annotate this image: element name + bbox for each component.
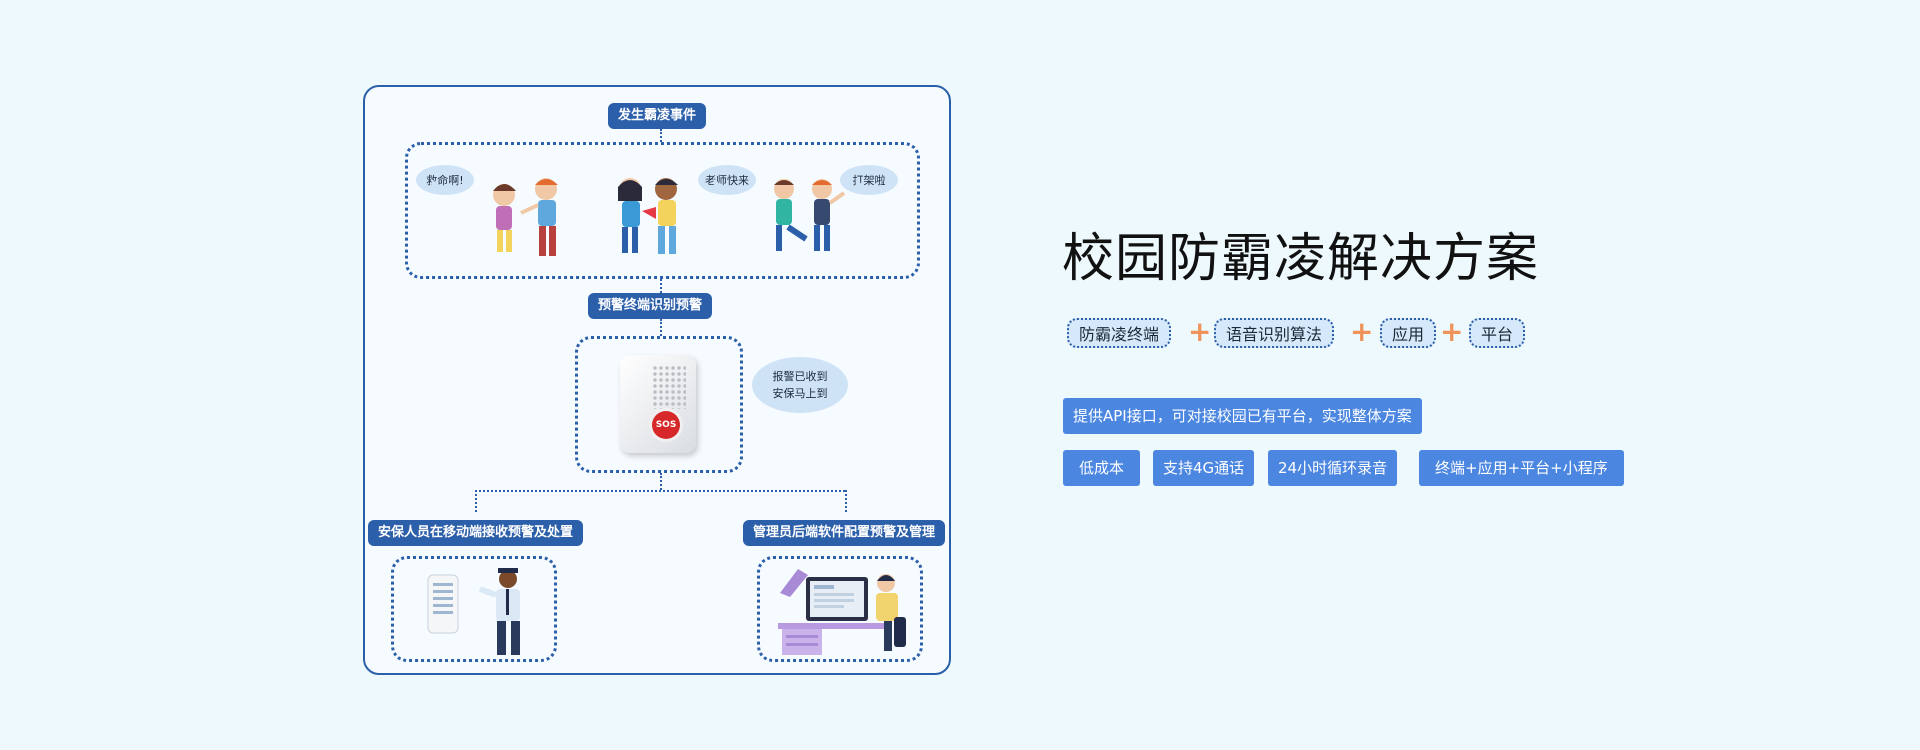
bullying-scene-box: 救命啊! 老师快来 打架啦	[405, 142, 920, 279]
speech-bubble-help: 救命啊!	[416, 165, 474, 195]
sos-button: SOS	[652, 411, 680, 439]
kids-illustration-3	[774, 179, 846, 251]
admin-desk-box	[757, 556, 923, 662]
kids-illustration-1	[493, 178, 558, 256]
solution-title: 校园防霸凌解决方案	[1062, 229, 1540, 289]
component-tag-voice-algorithm: 语音识别算法	[1214, 318, 1335, 348]
feature-badge-low-cost: 低成本	[1063, 450, 1141, 486]
connector	[475, 490, 477, 512]
feature-badge-24h-recording: 24小时循环录音	[1268, 450, 1398, 486]
component-tag-app: 应用	[1380, 318, 1437, 348]
component-tag-terminal: 防霸凌终端	[1067, 318, 1172, 348]
alarm-bubble-text: 报警已收到安保马上到	[773, 368, 828, 402]
connector	[845, 490, 847, 512]
connector	[660, 279, 662, 293]
speech-bubble-fight: 打架啦	[840, 165, 898, 195]
speech-bubble-teacher: 老师快来	[698, 165, 756, 195]
alarm-terminal-box: SOS	[575, 336, 743, 473]
security-guard-box	[391, 556, 557, 662]
alarm-bubble-line-2: 安保马上到	[772, 387, 828, 400]
bullying-event-label: 发生霸凌事件	[608, 103, 707, 129]
bullying-flow-diagram: 发生霸凌事件 救命啊! 老师快来 打架啦	[363, 85, 951, 675]
alarm-bubble-line-1: 报警已收到	[772, 370, 828, 383]
branch-connector	[475, 490, 845, 492]
connector	[660, 319, 662, 336]
admin-desk-illustration	[778, 569, 906, 655]
api-note-badge: 提供API接口，可对接校园已有平台，实现整体方案	[1063, 398, 1422, 434]
speaker-grille	[652, 365, 686, 409]
plus-icon: +	[1440, 315, 1464, 348]
kids-illustration-2	[618, 178, 678, 254]
connector	[660, 129, 662, 142]
alarm-terminal-device: SOS	[620, 355, 696, 453]
terminal-warning-label: 预警终端识别预警	[588, 293, 713, 319]
feature-badge-4g: 支持4G通话	[1153, 450, 1255, 486]
security-mobile-label: 安保人员在移动端接收预警及处置	[368, 520, 584, 546]
connector	[660, 473, 662, 490]
admin-backend-label: 管理员后端软件配置预警及管理	[743, 520, 946, 546]
plus-icon: +	[1188, 315, 1212, 348]
security-guard-illustration	[427, 568, 520, 655]
feature-badge-full-stack: 终端+应用+平台+小程序	[1419, 450, 1624, 486]
component-tag-platform: 平台	[1469, 318, 1526, 348]
speech-bubble-alarm-received: 报警已收到安保马上到	[752, 357, 848, 413]
plus-icon: +	[1350, 315, 1374, 348]
